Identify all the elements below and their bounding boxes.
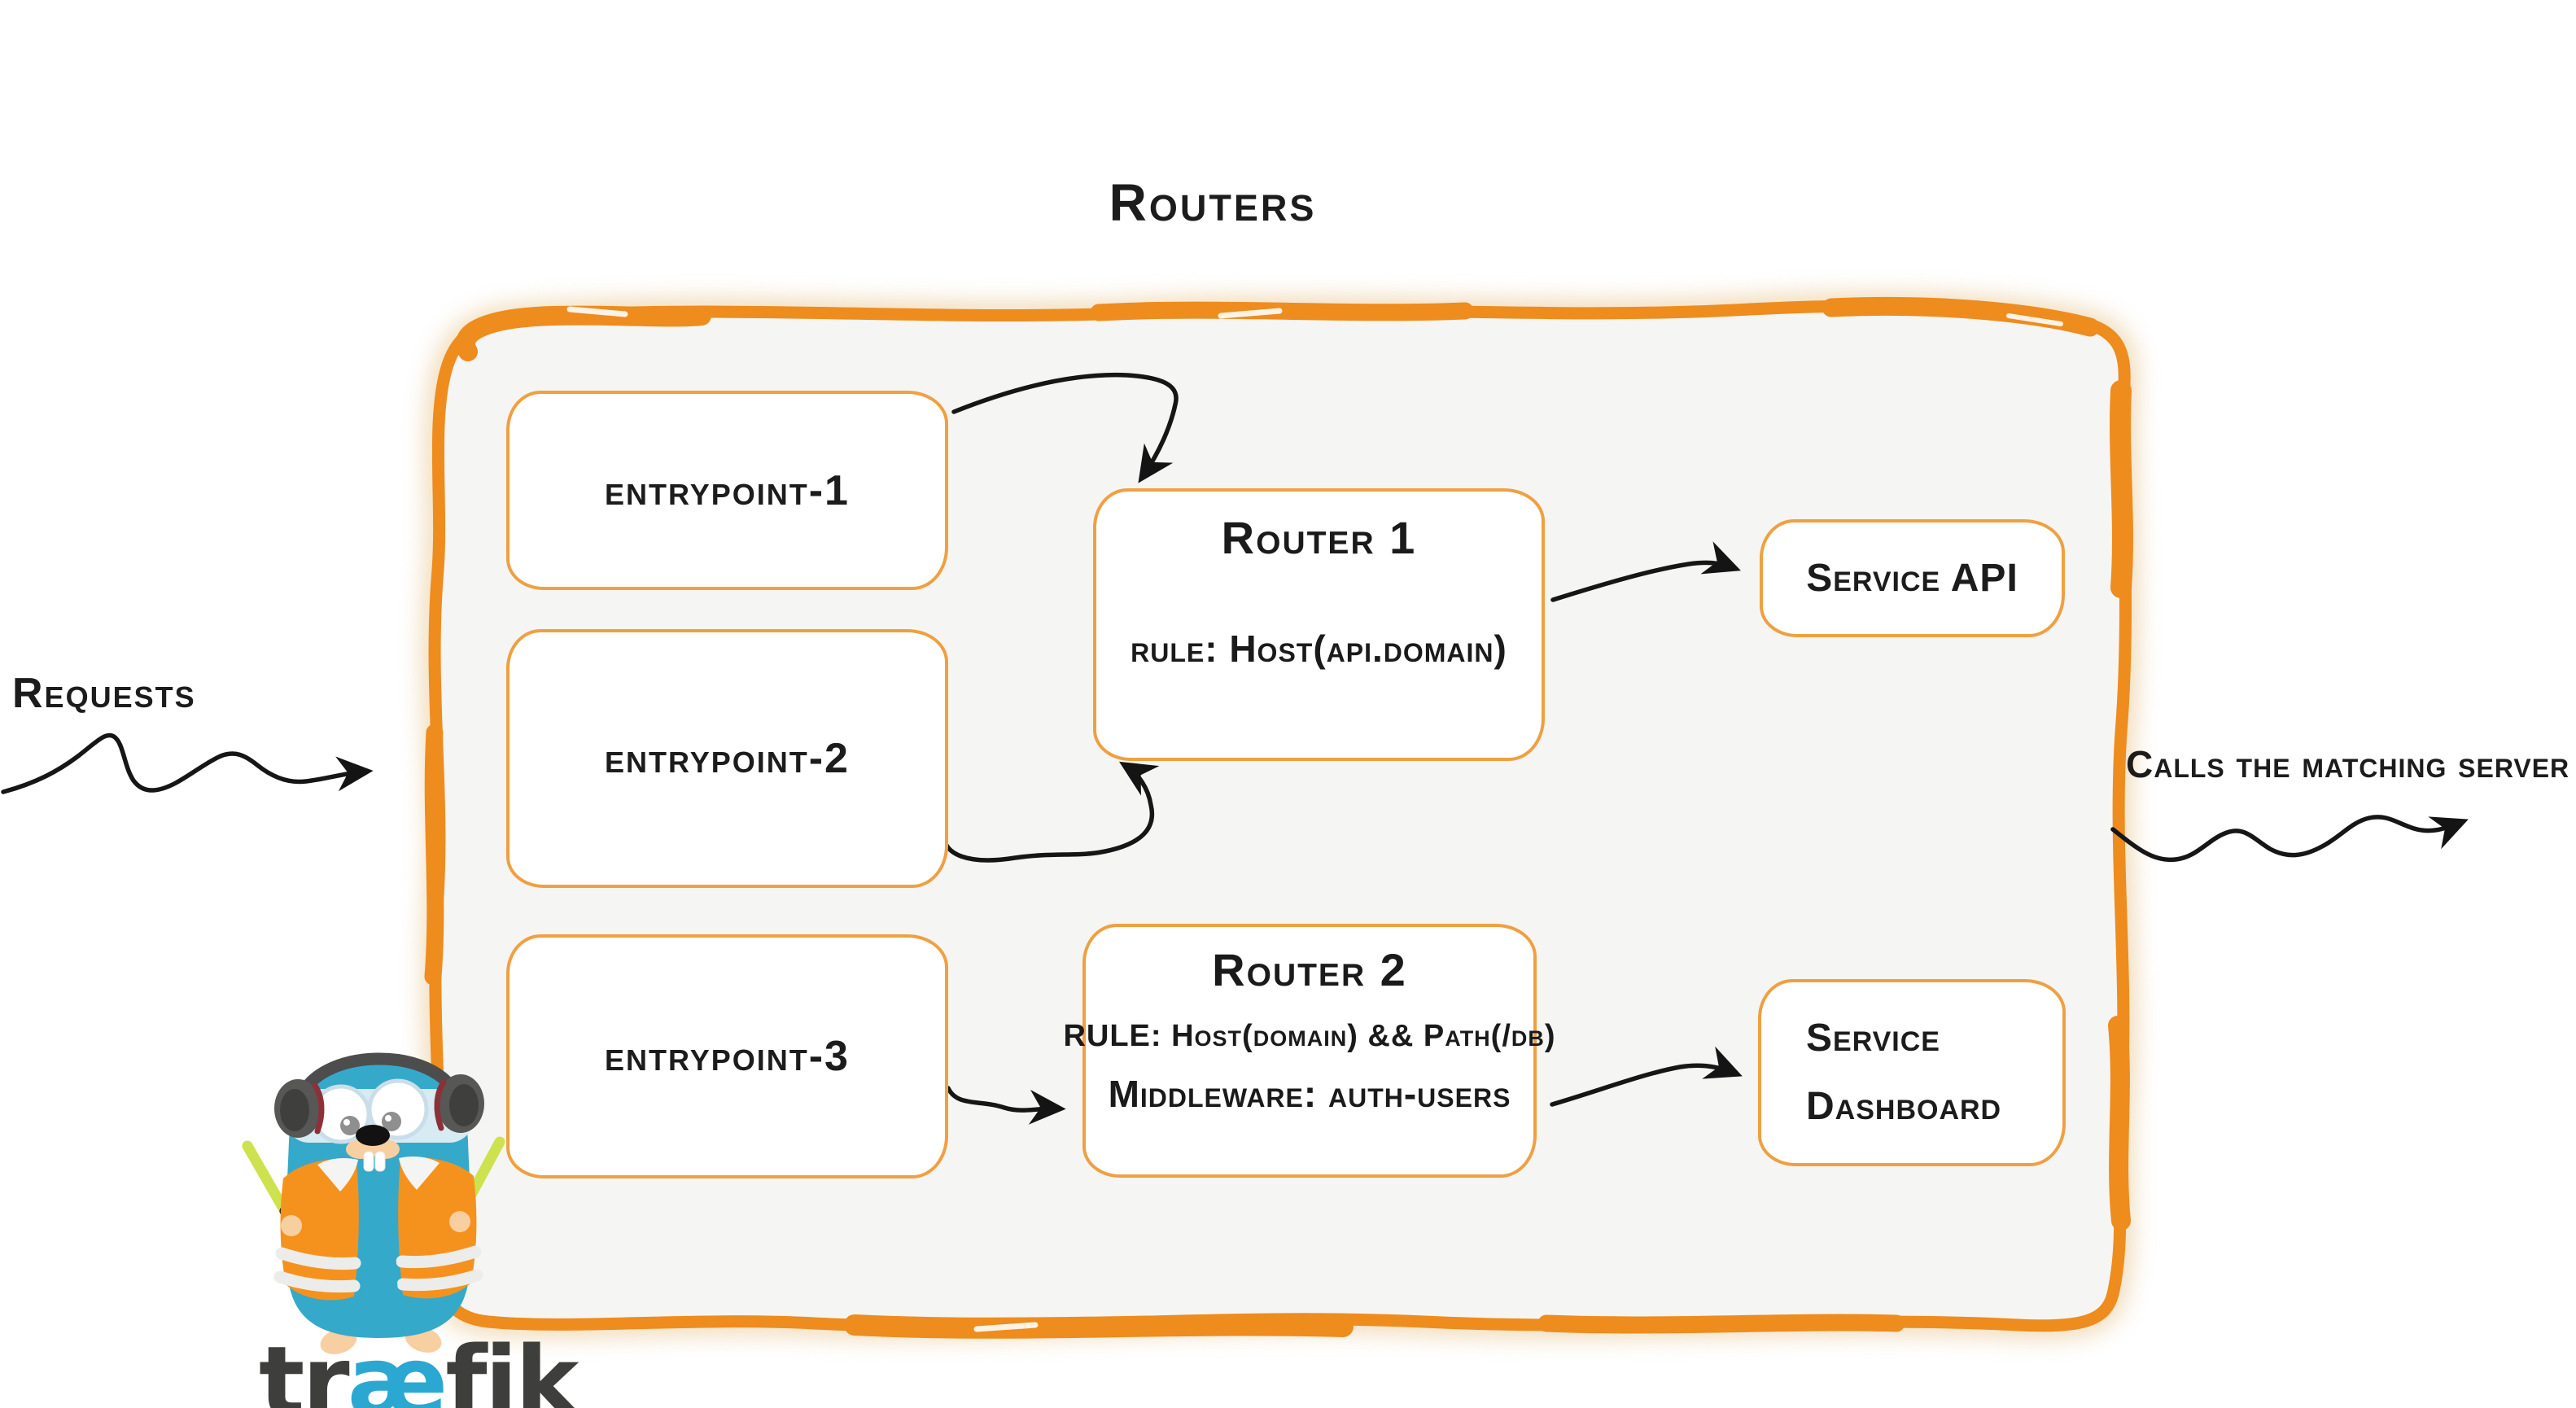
entrypoint-1-label: entrypoint-1 (605, 466, 850, 514)
calls-label: Calls the matching server (2126, 743, 2570, 785)
wordmark-fik: fik (445, 1325, 579, 1408)
entrypoint-2-box: entrypoint-2 (506, 629, 948, 888)
router-2-title: Router 2 (1212, 944, 1407, 995)
router-2-box: Router 2 RULE: Host(domain) && Path(/db)… (1063, 924, 1555, 1178)
goggles (285, 1078, 474, 1144)
router1-to-service-api-arrow (1550, 541, 1741, 602)
calls-arrow (2110, 815, 2469, 863)
entrypoint-3-box: entrypoint-3 (506, 934, 948, 1178)
gopher-hands (281, 1211, 470, 1236)
safety-vest (273, 1157, 483, 1318)
router-1-box: Router 1 rule: Host(api.domain) (1093, 488, 1545, 761)
service-dashboard-box: Service Dashboard (1758, 979, 2066, 1166)
router-1-title: Router 1 (1221, 512, 1417, 563)
service-api-box: Service API (1760, 519, 2065, 637)
router2-to-service-dashboard-arrow (1550, 1046, 1743, 1107)
traefik-wordmark: træfik (259, 1325, 579, 1408)
entrypoint-1-box: entrypoint-1 (506, 391, 948, 590)
entrypoint-3-label: entrypoint-3 (605, 1033, 850, 1080)
entrypoint-2-label: entrypoint-2 (605, 735, 850, 782)
service-dashboard-label-line2: Dashboard (1806, 1085, 2002, 1128)
router-2-middleware: Middleware: auth-users (1108, 1072, 1511, 1115)
gopher-snout (346, 1125, 400, 1172)
wordmark-ae: æ (347, 1325, 448, 1408)
entrypoint3-to-router2-arrow (946, 1086, 1066, 1125)
wordmark-tr: tr (259, 1325, 350, 1408)
service-dashboard-label-line1: Service (1806, 1017, 1940, 1060)
traefik-gopher-icon (242, 1052, 505, 1354)
requests-arrow (1, 732, 374, 794)
service-api-label: Service API (1806, 557, 2018, 600)
requests-label: Requests (12, 670, 196, 717)
router-2-rule: RULE: Host(domain) && Path(/db) (1063, 1018, 1556, 1053)
headphones-icon (274, 1052, 484, 1138)
diagram-title: Routers (1109, 173, 1317, 232)
entrypoint2-to-router1-arrow (942, 761, 1160, 863)
entrypoint1-to-router1-arrow (951, 372, 1179, 483)
router-1-rule: rule: Host(api.domain) (1131, 627, 1507, 670)
